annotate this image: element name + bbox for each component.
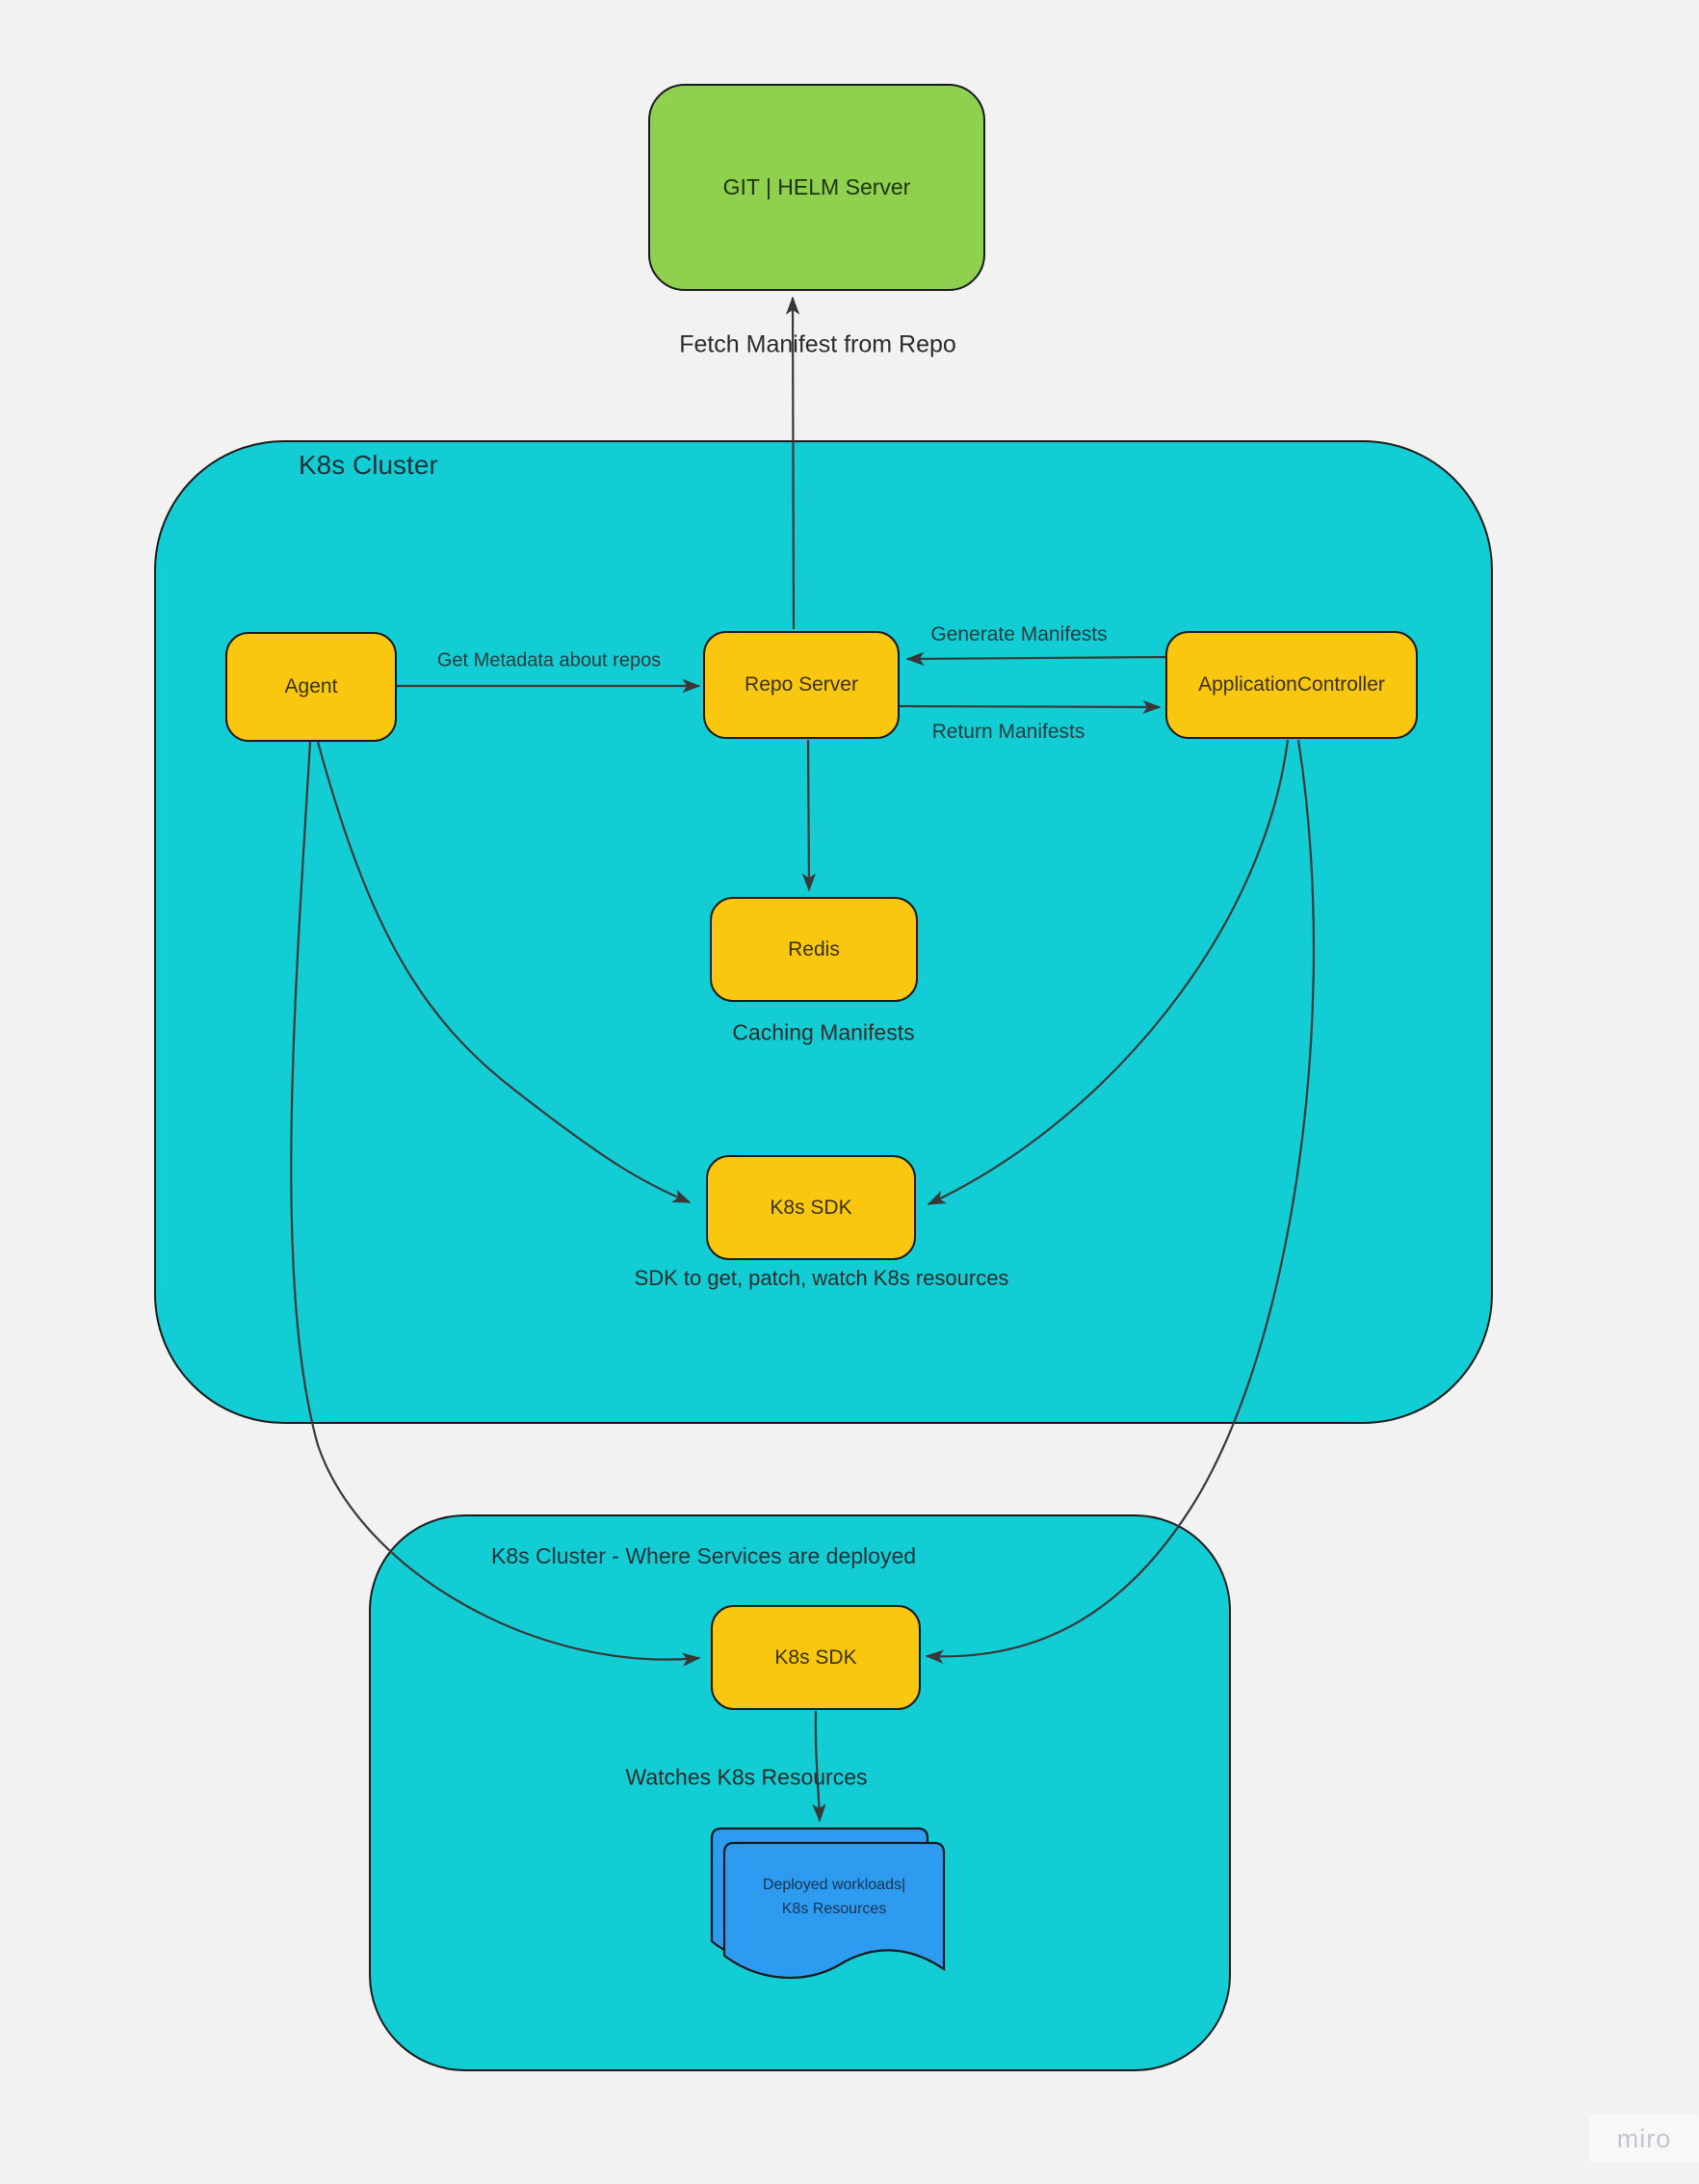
miro-watermark: miro (1589, 2115, 1699, 2163)
workloads-document-shape[interactable] (710, 1827, 946, 1979)
edge-agent-to-sdk-deploy[interactable] (290, 741, 701, 1667)
node-redis[interactable]: Redis (710, 897, 918, 1002)
cluster-k8s-main-label: K8s Cluster (299, 450, 438, 480)
node-k8s-sdk-main[interactable]: K8s SDK (706, 1155, 916, 1260)
node-application-controller-label: ApplicationController (1198, 673, 1385, 696)
caption-return-manifests[interactable]: Return Manifests (931, 721, 1085, 743)
caption-fetch-manifest[interactable]: Fetch Manifest from Repo (679, 330, 956, 358)
node-k8s-sdk-deploy-label: K8s SDK (774, 1645, 857, 1669)
node-repo-server[interactable]: Repo Server (703, 631, 900, 739)
caption-sdk-description[interactable]: SDK to get, patch, watch K8s resources (634, 1266, 1009, 1290)
caption-generate-manifests[interactable]: Generate Manifests (930, 623, 1108, 645)
edge-appcontroller-to-reposerver-generate[interactable] (905, 651, 1166, 667)
node-redis-label: Redis (788, 937, 840, 960)
edge-reposerver-to-appcontroller-return[interactable] (898, 699, 1162, 715)
workloads-document-line2: K8s Resources (781, 1901, 887, 1917)
node-git-helm-server[interactable]: GIT | HELM Server (648, 84, 985, 291)
caption-watches-resources[interactable]: Watches K8s Resources (625, 1764, 868, 1790)
node-agent[interactable]: Agent (225, 632, 397, 742)
edge-sdk-deploy-to-workloads[interactable] (812, 1710, 826, 1823)
cluster-k8s-deploy[interactable]: K8s Cluster - Where Services are deploye… (369, 1514, 1231, 2071)
edge-reposerver-to-redis[interactable] (801, 739, 817, 892)
node-application-controller[interactable]: ApplicationController (1165, 631, 1418, 739)
edge-appcontroller-to-sdk-main[interactable] (927, 739, 1290, 1205)
workloads-document-text[interactable]: Deployed workloads| K8s Resources (763, 1873, 905, 1921)
edge-appcontroller-to-sdk-deploy[interactable] (925, 739, 1316, 1665)
node-agent-label: Agent (284, 675, 338, 697)
miro-logo: miro (1616, 2123, 1672, 2153)
workloads-document-line1: Deployed workloads| (762, 1877, 906, 1893)
caption-get-metadata[interactable]: Get Metadata about repos (436, 649, 662, 671)
node-k8s-sdk-deploy[interactable]: K8s SDK (711, 1605, 921, 1710)
node-git-helm-server-label: GIT | HELM Server (722, 174, 911, 199)
node-k8s-sdk-main-label: K8s SDK (770, 1196, 852, 1219)
edge-agent-to-sdk-main[interactable] (316, 741, 692, 1204)
caption-caching-manifests[interactable]: Caching Manifests (732, 1019, 915, 1045)
edge-reposerver-to-git[interactable] (785, 296, 800, 630)
document-front-sheet[interactable] (722, 1841, 946, 1979)
node-repo-server-label: Repo Server (745, 673, 858, 696)
cluster-k8s-deploy-label: K8s Cluster - Where Services are deploye… (491, 1543, 917, 1568)
